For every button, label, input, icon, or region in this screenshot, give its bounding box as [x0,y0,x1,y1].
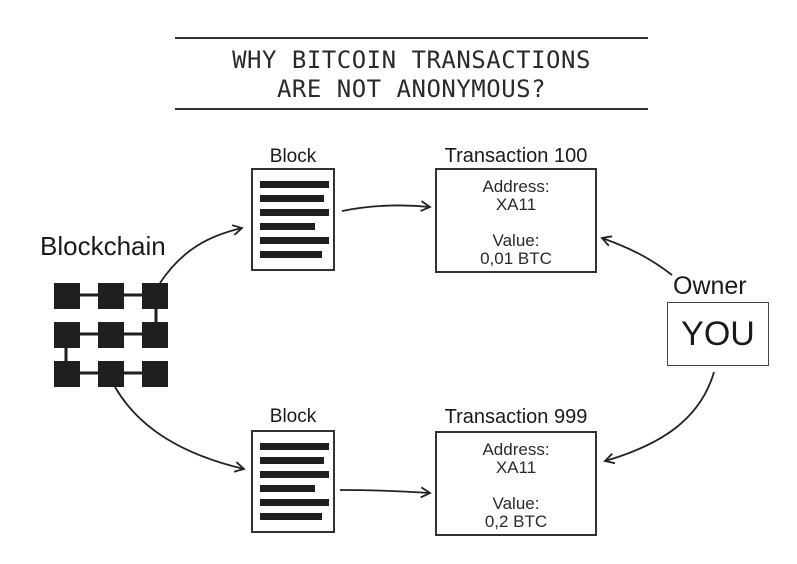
arrow-block-2-to-transaction-999 [339,486,432,499]
owner-label: Owner [673,272,747,300]
block-2-document-icon [251,430,335,533]
arrow-blockchain-to-block-2 [114,386,246,473]
transaction-999-value-label: Value: [492,494,540,513]
transaction-100-address: XA11 [495,195,537,214]
title-line-1: WHY BITCOIN TRANSACTIONS [232,46,591,74]
arrow-owner-to-transaction-999 [603,371,715,465]
owner-you-box: YOU [667,302,769,366]
title-line-2: ARE NOT ANONYMOUS? [276,75,547,103]
transaction-999-value: 0,2 BTC [484,512,548,531]
block-2-label: Block [269,406,317,427]
transaction-999-label: Transaction 999 [444,406,588,428]
transaction-100-box: Address: XA11 Value: 0,01 BTC [435,168,597,273]
transaction-100-value: 0,01 BTC [480,249,552,268]
transaction-100-label: Transaction 100 [444,145,588,167]
transaction-100-address-label: Address: [482,177,550,196]
title-top-rule [175,37,648,39]
title-bottom-rule [175,108,648,110]
transaction-999-box: Address: XA11 Value: 0,2 BTC [435,431,597,536]
transaction-100-value-label: Value: [492,231,540,250]
blockchain-label: Blockchain [40,231,166,261]
block-1-document-icon [251,168,335,271]
transaction-999-address-label: Address: [482,440,550,459]
arrow-block-1-to-transaction-100 [341,200,432,212]
transaction-999-address: XA11 [495,458,537,477]
block-1-label: Block [269,146,317,167]
arrow-blockchain-to-block-1 [159,224,244,284]
arrow-owner-to-transaction-100 [600,235,673,276]
blockchain-icon [54,283,168,387]
